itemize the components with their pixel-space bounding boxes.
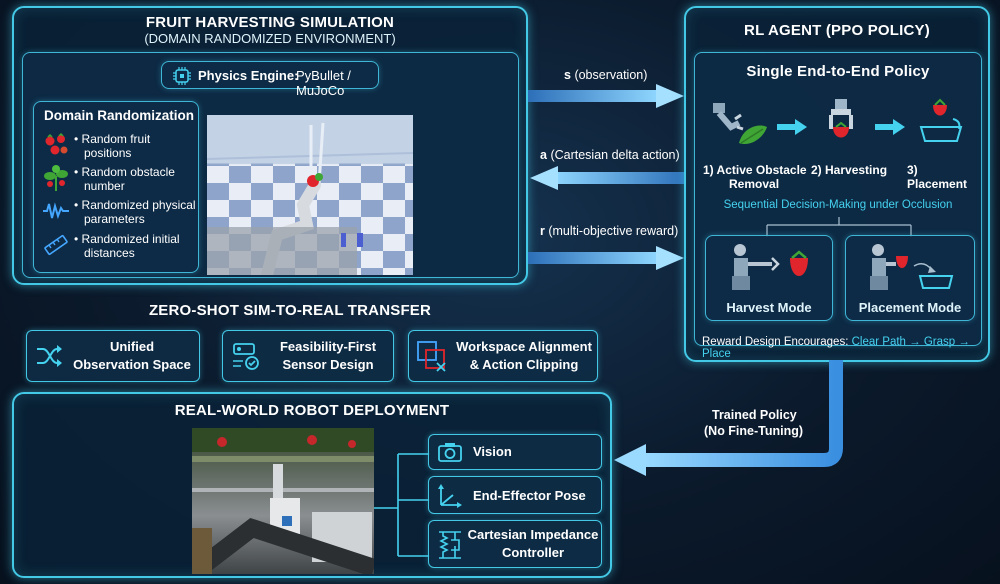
workspace-align-icon: [415, 339, 449, 378]
unified-line2: Observation Space: [73, 357, 191, 372]
unified-observation-box: Unified Observation Space: [26, 330, 200, 382]
policy-box: Single End-to-End Policy: [694, 52, 982, 346]
ruler-icon: [42, 232, 70, 263]
s-signal-text: (observation): [574, 68, 648, 82]
placement-icon: [915, 97, 971, 152]
dr-item-4-line2: distances: [84, 246, 135, 260]
real-robot-photo: [192, 428, 374, 574]
harvesting-icon: [817, 97, 865, 156]
impedance-line2: Controller: [501, 545, 565, 560]
a-signal-text: (Cartesian delta action): [550, 148, 680, 162]
dr-item-3-line1: • Randomized physical: [74, 198, 196, 212]
a-signal-label: a (Cartesian delta action): [540, 148, 680, 162]
dr-item-3-line2: parameters: [84, 212, 145, 226]
real-world-panel: REAL-WORLD ROBOT DEPLOYMENT Vision: [12, 392, 612, 578]
transfer-title: ZERO-SHOT SIM-TO-REAL TRANSFER: [148, 302, 432, 319]
reward-design-path: Clear Path → Grasp → Place: [702, 336, 970, 360]
impedance-controller-box: Cartesian Impedance Controller: [428, 520, 602, 568]
domain-randomization-box: Domain Randomization • Random fruit posi…: [33, 101, 199, 273]
simulation-inner: Physics Engine: PyBullet / MuJoCo Domain…: [22, 52, 519, 278]
reward-arrow: [528, 246, 684, 270]
vision-box: Vision: [428, 434, 602, 470]
trained-policy-line1: Trained Policy: [712, 408, 797, 422]
reward-design-prefix: Reward Design Encourages:: [702, 336, 849, 348]
workspace-alignment-box: Workspace Alignment & Action Clipping: [408, 330, 598, 382]
impedance-line1: Cartesian Impedance: [467, 527, 599, 542]
physics-engine-box: Physics Engine: PyBullet / MuJoCo: [161, 61, 379, 98]
s-signal-key: s: [564, 68, 571, 82]
reward-design-text: Reward Design Encourages: Clear Path → G…: [702, 336, 988, 360]
placement-mode-box: Placement Mode: [845, 235, 975, 321]
r-signal-label: r (multi-objective reward): [540, 224, 678, 238]
vision-label: Vision: [473, 444, 512, 459]
robot-placement-icon: [864, 242, 956, 297]
step-1-line1: 1) Active Obstacle: [703, 163, 807, 177]
r-signal-key: r: [540, 224, 545, 238]
chip-icon: [172, 66, 192, 91]
action-arrow: [530, 166, 686, 190]
deployment-connector: [374, 453, 430, 557]
end-effector-box: End-Effector Pose: [428, 476, 602, 514]
workspace-line2: & Action Clipping: [469, 357, 579, 372]
rl-agent-panel: RL AGENT (PPO POLICY) Single End-to-End …: [684, 6, 990, 362]
obstacle-removal-icon: [709, 97, 771, 156]
workspace-line1: Workspace Alignment: [456, 339, 592, 354]
rl-agent-title: RL AGENT (PPO POLICY): [744, 22, 930, 39]
strawberries-icon: [42, 132, 70, 163]
r-signal-text: (multi-objective reward): [548, 224, 679, 238]
dr-item-1-line1: • Random fruit: [74, 132, 151, 146]
observation-arrow: [528, 84, 684, 108]
sensor-check-icon: [231, 341, 261, 376]
step-2-label: 2) Harvesting: [811, 163, 888, 177]
dr-item-4-line1: • Randomized initial: [74, 232, 180, 246]
real-world-title: REAL-WORLD ROBOT DEPLOYMENT: [174, 402, 450, 419]
robot-harvest-icon: [726, 242, 812, 297]
camera-icon: [437, 441, 463, 468]
domain-randomization-title: Domain Randomization: [44, 108, 195, 123]
end-effector-label: End-Effector Pose: [473, 488, 586, 503]
simulation-panel: FRUIT HARVESTING SIMULATION (DOMAIN RAND…: [12, 6, 528, 285]
dr-item-2-line2: number: [84, 179, 125, 193]
mode-connector-lines: [766, 217, 912, 237]
spring-damper-icon: [437, 530, 463, 565]
feasibility-first-box: Feasibility-First Sensor Design: [222, 330, 394, 382]
harvest-mode-box: Harvest Mode: [705, 235, 833, 321]
feasibility-line2: Sensor Design: [282, 357, 374, 372]
placement-mode-label: Placement Mode: [858, 300, 962, 315]
sequential-decision-text: Sequential Decision-Making under Occlusi…: [723, 199, 953, 211]
simulation-render-image: [207, 115, 413, 275]
trained-policy-line2: (No Fine-Tuning): [704, 424, 804, 438]
dr-item-1-line2: positions: [84, 146, 132, 160]
step-3-label: 3) Placement: [907, 163, 968, 191]
plant-icon: [42, 164, 70, 197]
harvest-mode-label: Harvest Mode: [726, 300, 812, 315]
shuffle-icon: [35, 343, 63, 374]
step-arrow-1-icon: [777, 119, 807, 140]
waveform-icon: [42, 200, 70, 227]
policy-title: Single End-to-End Policy: [746, 63, 930, 80]
simulation-subtitle: (DOMAIN RANDOMIZED ENVIRONMENT): [144, 31, 396, 46]
a-signal-key: a: [540, 148, 547, 162]
s-signal-label: s (observation): [564, 68, 647, 82]
feasibility-line1: Feasibility-First: [279, 339, 377, 354]
step-arrow-2-icon: [875, 119, 905, 140]
step-1-line2: Removal: [729, 177, 780, 191]
physics-engine-value: PyBullet / MuJoCo: [296, 68, 351, 98]
axes-icon: [437, 483, 463, 514]
trained-policy-arrow: [614, 360, 843, 476]
dr-item-2-line1: • Random obstacle: [74, 165, 175, 179]
simulation-title: FRUIT HARVESTING SIMULATION: [145, 14, 395, 31]
unified-line1: Unified: [109, 339, 155, 354]
physics-engine-label: Physics Engine:: [198, 68, 299, 83]
